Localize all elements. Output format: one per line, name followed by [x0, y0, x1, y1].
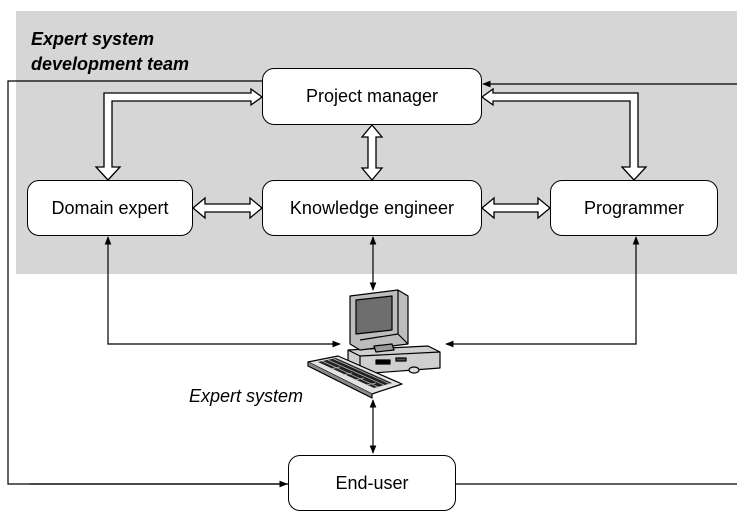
domain-expert-label: Domain expert: [51, 197, 169, 218]
team-label-line1: Expert system: [31, 29, 155, 49]
desktop-computer-icon: [307, 289, 441, 399]
end-user-label: End-user: [335, 472, 409, 493]
team-label: Expert system development team: [31, 27, 189, 77]
line-end-user-to-pm-left: [7, 80, 288, 485]
arrow-pm-domain-expert: [94, 87, 264, 181]
project-manager-label: Project manager: [305, 86, 439, 106]
knowledge-engineer-box: Knowledge engineer: [262, 180, 482, 236]
domain-expert-box: Domain expert: [27, 180, 193, 236]
programmer-label: Programmer: [583, 197, 685, 218]
expert-system-label: Expert system: [189, 386, 304, 406]
line-domain-expert-to-computer: [104, 236, 341, 348]
arrow-domain-expert-knowledge-engineer: [191, 196, 264, 220]
end-user-box: End-user: [288, 455, 456, 511]
line-programmer-to-computer: [445, 236, 640, 348]
arrow-knowledge-engineer-programmer: [480, 196, 552, 220]
arrow-pm-knowledge-engineer: [360, 123, 384, 182]
project-manager-box: Project manager: [262, 68, 482, 125]
programmer-box: Programmer: [550, 180, 718, 236]
team-label-line2: development team: [31, 54, 190, 74]
arrow-pm-programmer: [480, 87, 648, 181]
line-end-user-right-to-pm: [456, 84, 737, 485]
knowledge-engineer-label: Knowledge engineer: [289, 197, 455, 218]
